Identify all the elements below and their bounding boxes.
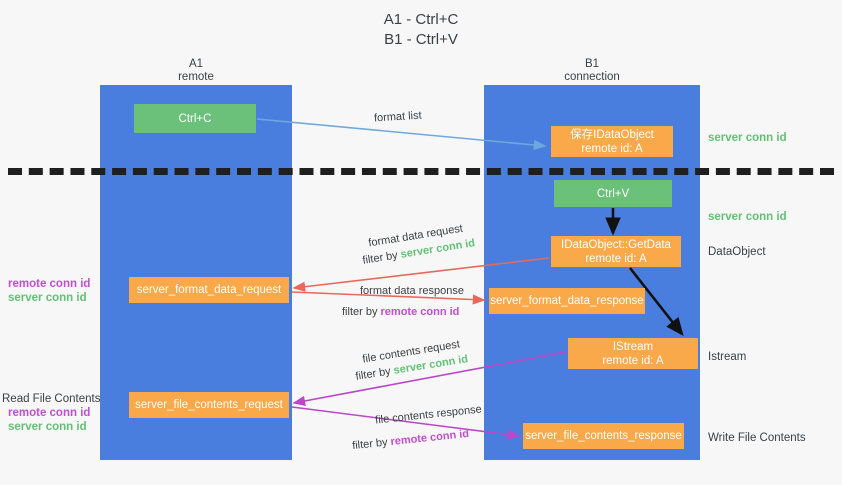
title-line-1: A1 - Ctrl+C [383, 11, 459, 28]
node-save-idataobject-sub: remote id: A [581, 142, 643, 155]
node-server-file-contents-request-label: server_file_contents_request [135, 399, 283, 411]
node-server-file-contents-request[interactable]: server_file_contents_request [129, 392, 289, 418]
phase-divider [8, 168, 834, 175]
lane-b1-sub: connection [564, 71, 620, 83]
node-ctrl-c-label: Ctrl+C [178, 112, 212, 125]
annotation-server-conn-id-top: server conn id [708, 132, 787, 144]
annotation-server-conn-id: server conn id [8, 292, 87, 304]
annotation-write-file-contents: Write File Contents [708, 432, 806, 444]
node-istream[interactable]: IStream remote id: A [568, 338, 698, 369]
remote-conn-id-text: remote conn id [389, 427, 470, 449]
lane-header-b1: B1 connection [536, 58, 648, 84]
filter-by-text: filter by [351, 436, 389, 453]
annotation-server-conn-id-mid: server conn id [708, 211, 787, 223]
page-title: A1 - Ctrl+C B1 - Ctrl+V [0, 10, 842, 50]
annotation-remote-conn-id: remote conn id [8, 407, 91, 419]
edge-label-format-data-response-filter: filter by remote conn id [342, 305, 459, 320]
lane-a1-sub: remote [178, 71, 214, 83]
edge-label-format-data-response: format data response [360, 285, 464, 297]
node-idataobject-getdata-label: IDataObject::GetData [561, 238, 671, 251]
node-server-format-data-request-label: server_format_data_request [136, 284, 282, 296]
title-line-2: B1 - Ctrl+V [384, 31, 458, 48]
annotation-read-file-contents: Read File Contents [2, 393, 101, 405]
filter-by-text: filter by [354, 365, 392, 383]
node-server-file-contents-response-label: server_file_contents_response [525, 430, 682, 442]
edge-label-file-contents-response: file contents response [374, 403, 483, 427]
node-istream-sub: remote id: A [602, 354, 664, 367]
node-save-idataobject[interactable]: 保存IDataObject remote id: A [551, 126, 673, 157]
node-server-format-data-response[interactable]: server_format_data_response [489, 288, 645, 314]
node-server-file-contents-response[interactable]: server_file_contents_response [523, 423, 684, 449]
annotation-read-file-contents-group: Read File Contents remote conn id server… [2, 392, 100, 434]
lane-a1-name: A1 [188, 58, 204, 70]
annotation-dataobject: DataObject [708, 246, 766, 258]
node-ctrl-v[interactable]: Ctrl+V [554, 180, 672, 207]
lane-b1-name: B1 [584, 58, 600, 70]
filter-by-text: filter by [342, 306, 378, 318]
annotation-istream: Istream [708, 351, 747, 363]
node-ctrl-v-label: Ctrl+V [596, 187, 630, 200]
node-idataobject-getdata-sub: remote id: A [585, 252, 647, 265]
annotation-server-conn-id: server conn id [8, 421, 87, 433]
filter-by-text: filter by [361, 249, 399, 267]
node-idataobject-getdata[interactable]: IDataObject::GetData remote id: A [551, 236, 681, 267]
edge-label-file-contents-response-filter: filter by remote conn id [352, 427, 470, 454]
annotation-remote-conn-id: remote conn id [8, 278, 91, 290]
edge-label-format-list: format list [373, 109, 422, 125]
annotation-conn-ids-format: remote conn id server conn id [8, 277, 90, 305]
node-save-idataobject-label: 保存IDataObject [570, 128, 654, 141]
node-istream-label: IStream [612, 340, 654, 353]
remote-conn-id-text: remote conn id [380, 306, 460, 318]
node-ctrl-c[interactable]: Ctrl+C [134, 104, 256, 133]
node-server-format-data-request[interactable]: server_format_data_request [129, 277, 289, 303]
node-server-format-data-response-label: server_format_data_response [490, 295, 644, 307]
lane-header-a1: A1 remote [140, 58, 252, 84]
